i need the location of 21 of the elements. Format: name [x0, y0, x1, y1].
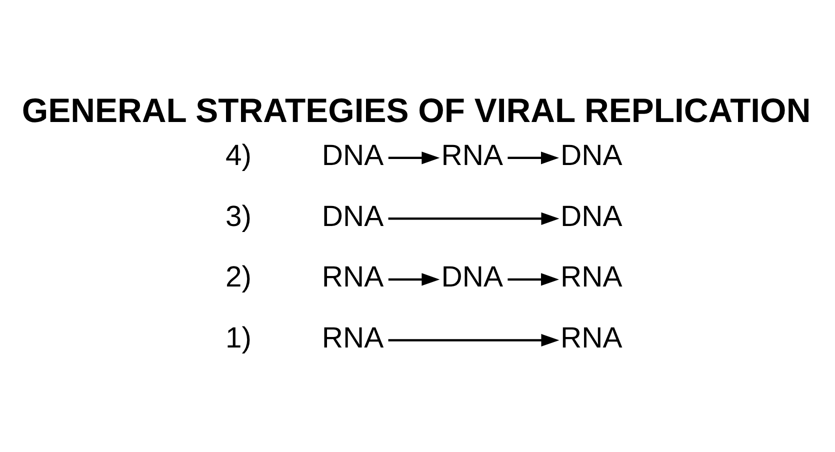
- node-text: DNA: [441, 262, 503, 294]
- node-text: RNA: [322, 262, 384, 294]
- diagram-title: GENERAL STRATEGIES OF VIRAL REPLICATION: [22, 92, 811, 130]
- arrow: [388, 212, 560, 225]
- label: 2): [226, 262, 252, 294]
- label: 4): [226, 140, 252, 172]
- arrow: [388, 152, 440, 164]
- arrow: [388, 273, 440, 286]
- node-text: RNA: [560, 262, 622, 294]
- label: 3): [226, 200, 252, 233]
- node-text: DNA: [322, 140, 384, 172]
- node-text: DNA: [322, 200, 384, 233]
- node-text: RNA: [322, 322, 384, 354]
- label: 1): [226, 322, 252, 354]
- node-text: RNA: [441, 140, 503, 172]
- node-text: RNA: [560, 322, 622, 354]
- node-text: DNA: [560, 200, 622, 233]
- arrow: [508, 273, 560, 286]
- node-text: DNA: [560, 140, 622, 172]
- arrow: [508, 152, 560, 164]
- arrow: [388, 334, 560, 347]
